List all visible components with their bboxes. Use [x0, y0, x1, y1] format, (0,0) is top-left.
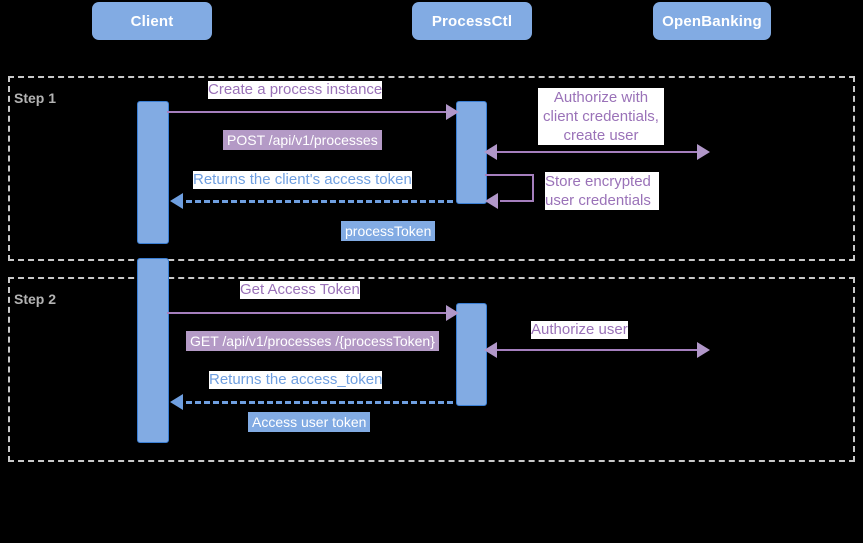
arrowhead-right-create-process-instance [446, 104, 459, 120]
arrowhead-right-get-access-token [446, 305, 459, 321]
arrowhead-left-returns-access-token [170, 394, 183, 410]
message-arrow-authorize-client-credentials [490, 151, 705, 153]
frame-step2-label: Step 2 [14, 291, 57, 307]
participant-processctl[interactable]: ProcessCtl [412, 2, 532, 40]
message-arrow-returns-client-access-token [186, 200, 453, 203]
message-tag-post-processes: POST /api/v1/processes [223, 130, 382, 150]
participant-processctl-label: ProcessCtl [431, 12, 513, 30]
message-tag-process-token: processToken [341, 221, 436, 241]
message-label-get-access-token: Get Access Token [240, 281, 360, 299]
self-message-side-store-credentials [532, 174, 534, 202]
arrowhead-left-authorize-user [484, 342, 497, 358]
participant-openbanking-label: OpenBanking [662, 12, 762, 30]
activation-bar-client-step1 [137, 101, 169, 244]
message-arrow-authorize-user [490, 349, 705, 351]
arrowhead-right-authorize-client-credentials [697, 144, 710, 160]
message-label-returns-access-token: Returns the access_token [209, 371, 383, 389]
self-message-top-store-credentials [485, 174, 534, 176]
arrowhead-left-returns-client-access-token [170, 193, 183, 209]
message-tag-access-user-token: Access user token [248, 412, 371, 432]
participant-client[interactable]: Client [92, 2, 212, 40]
activation-bar-processctl-step1 [456, 101, 487, 204]
message-arrow-get-access-token [167, 312, 448, 314]
frame-step1-label: Step 1 [14, 90, 57, 106]
message-arrow-returns-access-token [186, 401, 453, 404]
arrowhead-left-authorize-client-credentials [484, 144, 497, 160]
participant-openbanking[interactable]: OpenBanking [653, 2, 771, 40]
arrowhead-left-store-credentials [485, 193, 498, 209]
message-label-create-process-instance: Create a process instance [208, 81, 383, 99]
activation-bar-client-step2 [137, 258, 169, 443]
message-label-returns-client-access-token: Returns the client's access token [193, 171, 412, 189]
frame-step2 [8, 277, 855, 462]
participant-client-label: Client [130, 12, 174, 30]
message-arrow-create-process-instance [167, 111, 448, 113]
frame-step1 [8, 76, 855, 261]
self-message-bottom-store-credentials [500, 200, 534, 202]
message-label-authorize-user: Authorize user [531, 321, 628, 339]
activation-bar-processctl-step2 [456, 303, 487, 406]
arrowhead-right-authorize-user [697, 342, 710, 358]
message-tag-get-processes-processtoken: GET /api/v1/processes /{processToken} [186, 331, 439, 351]
